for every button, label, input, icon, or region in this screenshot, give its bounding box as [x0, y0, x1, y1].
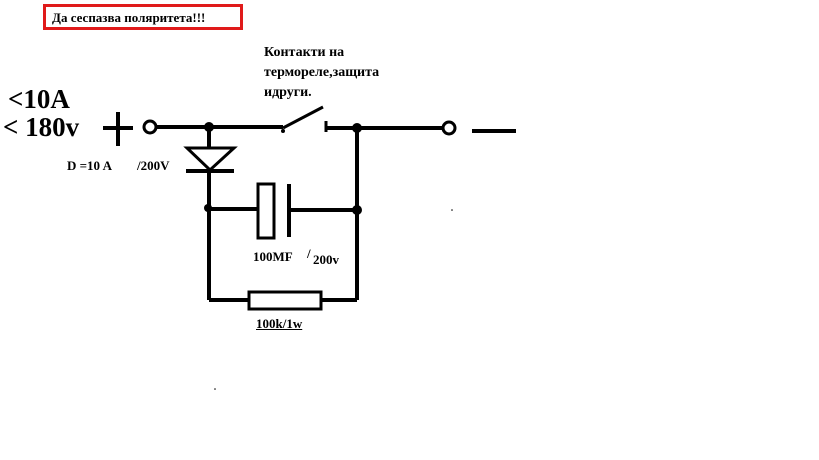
switch-blade [282, 105, 324, 130]
warning-title-text: Да сеспазва поляритета!!! [52, 10, 206, 25]
voltage-limit-label: < 180v [3, 112, 80, 142]
junction-cap-right [352, 205, 362, 215]
junction-cap-left [204, 204, 212, 212]
junction-top-right [352, 123, 362, 133]
contacts-note-line-1: Контакти на [264, 45, 345, 60]
diode-voltage-label: /200V [137, 158, 170, 173]
junction-top-left [204, 122, 214, 132]
warning-title-box: Да сеспазва поляритета!!! [43, 4, 243, 30]
stray-dot-2 [214, 388, 216, 390]
contacts-note-line-2: термореле,защита [264, 65, 380, 80]
capacitor-voltage-label: 200v [313, 252, 339, 267]
current-limit-label: <10A [8, 84, 70, 114]
contacts-note-line-3: идруги. [264, 85, 312, 100]
output-terminal [441, 120, 457, 136]
stray-dot-3 [281, 129, 285, 133]
input-terminal [142, 119, 158, 135]
capacitor-voltage-slash: / [307, 246, 311, 261]
diode-triangle [183, 146, 238, 173]
capacitor-value-label: 100MF [253, 249, 293, 264]
stray-dot-1 [451, 209, 453, 211]
capacitor-plate-left [256, 182, 276, 240]
diode-current-label: D =10 A [67, 158, 112, 173]
resistor-value-label: 100k/1w [256, 316, 303, 331]
resistor-body [247, 290, 323, 311]
